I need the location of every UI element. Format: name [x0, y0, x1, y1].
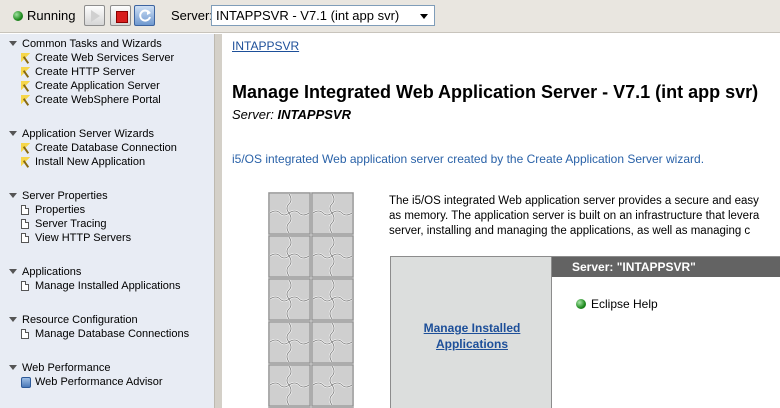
performance-advisor-icon — [21, 376, 31, 388]
nav-item-label: Web Performance Advisor — [35, 376, 163, 388]
nav-heading-web-performance[interactable]: Web Performance — [9, 362, 110, 374]
wizard-icon — [21, 142, 31, 154]
help-status-icon — [576, 299, 586, 309]
wizard-icon — [21, 80, 31, 92]
wizard-icon — [21, 94, 31, 106]
page-icon — [21, 281, 29, 291]
nav-item-create-database-connection[interactable]: Create Database Connection — [21, 142, 177, 154]
wizard-icon — [21, 52, 31, 64]
link-line: Applications — [435, 337, 508, 351]
nav-item-web-performance-advisor[interactable]: Web Performance Advisor — [21, 376, 163, 388]
page-icon — [21, 329, 29, 339]
page-icon — [21, 233, 29, 243]
nav-splitter[interactable] — [214, 34, 222, 408]
server-label: Server: — [171, 8, 213, 23]
nav-heading-server-properties[interactable]: Server Properties — [9, 190, 108, 202]
manage-applications-panel: Manage Installed Applications — [390, 256, 552, 408]
subtitle-label: Server: — [232, 107, 274, 122]
intro-line: server, installing and managing the appl… — [389, 225, 751, 237]
nav-item-label: Create Application Server — [35, 80, 160, 92]
main-content: INTAPPSVR Manage Integrated Web Applicat… — [222, 34, 780, 408]
intro-text: The i5/OS integrated Web application ser… — [389, 194, 780, 239]
nav-item-manage-installed-applications[interactable]: Manage Installed Applications — [21, 280, 181, 292]
eclipse-help-link[interactable]: Eclipse Help — [576, 297, 658, 311]
nav-item-label: Manage Installed Applications — [35, 280, 181, 292]
server-description: i5/OS integrated Web application server … — [232, 152, 705, 166]
link-line: Manage Installed — [423, 321, 521, 335]
chevron-down-icon[interactable] — [420, 14, 428, 19]
refresh-icon — [139, 9, 151, 22]
nav-item-create-application-server[interactable]: Create Application Server — [21, 80, 160, 92]
nav-heading-resource-configuration[interactable]: Resource Configuration — [9, 314, 138, 326]
nav-item-label: Manage Database Connections — [35, 328, 190, 340]
eclipse-help-label: Eclipse Help — [591, 297, 658, 311]
nav-item-create-web-services-server[interactable]: Create Web Services Server — [21, 52, 174, 64]
nav-item-label: Create Web Services Server — [35, 52, 175, 64]
nav-heading-applications[interactable]: Applications — [9, 266, 81, 278]
nav-item-server-tracing[interactable]: Server Tracing — [21, 218, 107, 230]
nav-item-install-new-application[interactable]: Install New Application — [21, 156, 145, 168]
page-icon — [21, 205, 29, 215]
nav-item-view-http-servers[interactable]: View HTTP Servers — [21, 232, 131, 244]
breadcrumb-link[interactable]: INTAPPSVR — [232, 39, 300, 53]
nav-item-label: Install New Application — [35, 156, 146, 168]
puzzle-graphic — [268, 192, 354, 408]
intro-line: as memory. The application server is bui… — [389, 210, 760, 222]
subtitle-server-name: INTAPPSVR — [277, 107, 351, 122]
nav-heading-common-tasks[interactable]: Common Tasks and Wizards — [9, 38, 162, 50]
wizard-icon — [21, 66, 31, 78]
nav-item-label: View HTTP Servers — [35, 232, 132, 244]
start-button[interactable] — [84, 5, 105, 26]
nav-item-manage-database-connections[interactable]: Manage Database Connections — [21, 328, 189, 340]
refresh-button[interactable] — [134, 5, 155, 26]
top-toolbar: Running Server: INTAPPSVR - V7.1 (int ap… — [0, 0, 780, 33]
server-status-text: Running — [27, 8, 76, 23]
stop-button[interactable] — [110, 5, 131, 26]
nav-item-create-http-server[interactable]: Create HTTP Server — [21, 66, 135, 78]
page-title: Manage Integrated Web Application Server… — [232, 82, 759, 102]
nav-item-label: Create Database Connection — [35, 142, 177, 154]
wizard-icon — [21, 156, 31, 168]
server-panel: Server: "INTAPPSVR" Eclipse Help — [552, 256, 780, 408]
nav-heading-application-server-wizards[interactable]: Application Server Wizards — [9, 128, 154, 140]
nav-item-create-websphere-portal[interactable]: Create WebSphere Portal — [21, 94, 161, 106]
nav-item-properties[interactable]: Properties — [21, 204, 85, 216]
nav-item-label: Server Tracing — [35, 218, 107, 230]
server-select-value: INTAPPSVR - V7.1 (int app svr) — [216, 8, 400, 23]
left-navigation: Common Tasks and Wizards Create Web Serv… — [0, 34, 214, 408]
page-icon — [21, 219, 29, 229]
running-status-icon — [13, 11, 23, 21]
nav-item-label: Properties — [35, 204, 86, 216]
server-select[interactable]: INTAPPSVR - V7.1 (int app svr) — [211, 5, 435, 26]
page-subtitle: Server: INTAPPSVR — [232, 107, 351, 122]
server-panel-header: Server: "INTAPPSVR" — [552, 257, 780, 277]
manage-installed-applications-link[interactable]: Manage Installed Applications — [391, 320, 553, 352]
nav-item-label: Create HTTP Server — [35, 66, 136, 78]
intro-line: The i5/OS integrated Web application ser… — [389, 195, 759, 207]
nav-item-label: Create WebSphere Portal — [35, 94, 161, 106]
